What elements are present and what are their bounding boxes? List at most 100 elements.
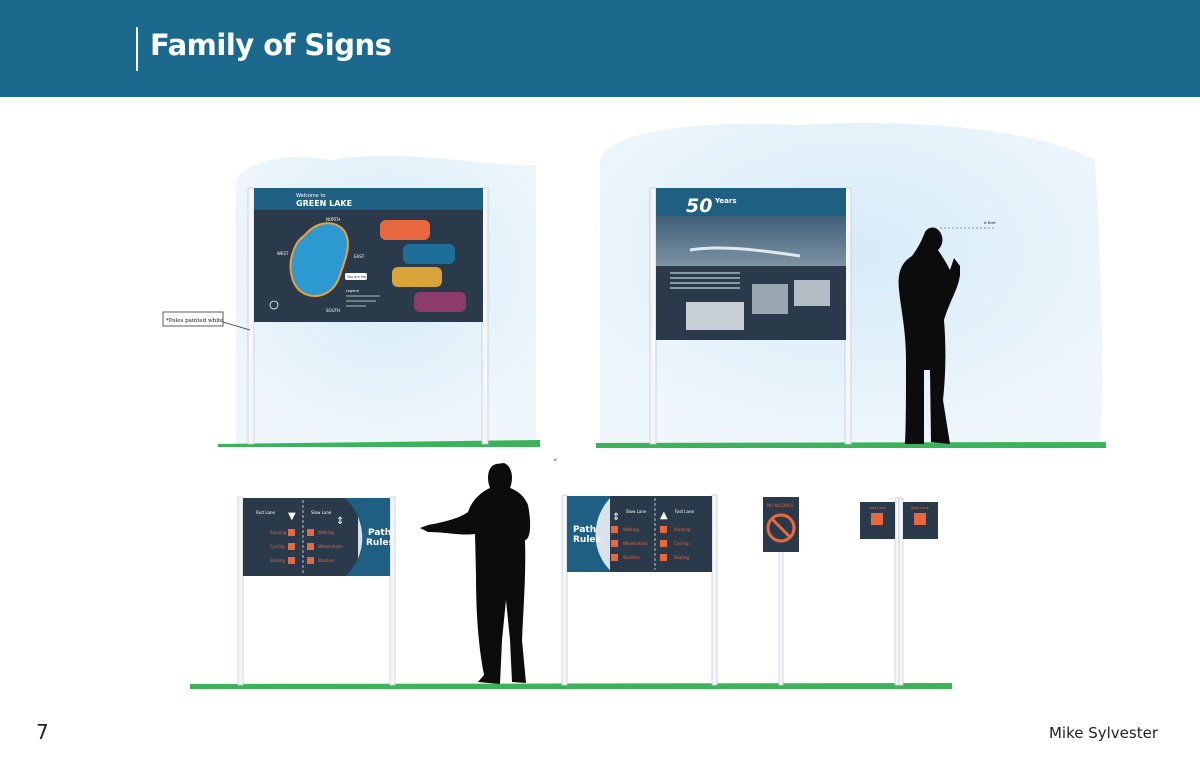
path-left-row-1b: Walking	[318, 530, 334, 535]
author-name: Mike Sylvester	[1048, 724, 1158, 742]
person-silhouette-standing	[898, 227, 960, 444]
walking-icon	[611, 526, 618, 533]
you-are-here-marker	[345, 273, 367, 280]
no-alcohol-label: NO ALCOHOL	[767, 503, 794, 508]
cycling-icon	[288, 543, 295, 550]
poles-callout-box	[162, 311, 224, 327]
poles-callout: *Poles painted white	[162, 311, 251, 331]
path-right-row-3b: Skating	[674, 555, 689, 560]
path-left-row-1a: Running	[270, 530, 287, 535]
lake-shape	[289, 222, 349, 297]
path-right-fast-lane-label: Fast Lane	[675, 509, 695, 514]
cycling-icon	[871, 513, 883, 525]
grass-bottom	[190, 683, 952, 689]
path-right-row-1a: Walking	[623, 527, 639, 532]
marker-callout: 6'	[554, 457, 558, 462]
map-info-box-orange	[380, 220, 430, 240]
path-left-title-area	[345, 498, 390, 576]
map-east-label: EAST	[354, 254, 365, 259]
path-right-slow-lane-label: Slow Lane	[626, 509, 647, 514]
path-left-title-2: Rules	[366, 538, 394, 548]
running-icon	[660, 526, 667, 533]
poles-callout-leader	[222, 321, 251, 331]
skating-icon	[288, 557, 295, 564]
map-legend-title: Legend	[346, 289, 359, 293]
skating-icon	[660, 554, 667, 561]
map-sign-pole-left	[247, 187, 255, 445]
page-number: 7	[36, 720, 49, 744]
arrow-up-down-icon: ⇕	[336, 516, 344, 527]
history-unit: Years	[714, 197, 737, 205]
you-are-here-text: You are here	[347, 275, 369, 279]
history-text-line	[670, 282, 740, 284]
lane-signs-pole-right	[898, 497, 904, 686]
path-left-pole-left	[237, 496, 244, 686]
wheelchair-icon	[307, 543, 314, 550]
no-alcohol-pole	[778, 549, 784, 686]
history-number: 50	[686, 195, 712, 217]
map-info-box-teal	[403, 244, 455, 264]
history-text-line	[670, 272, 740, 274]
header-divider	[136, 27, 138, 71]
map-west-label: WEST	[277, 251, 289, 256]
history-text-line	[670, 287, 740, 289]
map-lake-name: GREEN LAKE	[296, 199, 352, 208]
arrow-up-icon: ▲	[660, 510, 668, 521]
path-left-slow-lane-label: Slow Lane	[311, 510, 332, 515]
history-main-photo	[656, 216, 846, 266]
map-info-box-gold	[392, 267, 442, 287]
lane-signs-pole-left	[894, 497, 900, 686]
path-rules-sign-left: Fast Lane Slow Lane ▼ ⇕ Path Rules Runni…	[237, 496, 396, 686]
path-left-title-1: Path	[368, 528, 391, 538]
slow-lane-label: Slow Lane	[911, 506, 929, 510]
map-south-label: SOUTH	[326, 308, 340, 313]
boat-wake	[689, 246, 801, 258]
history-sign-header	[656, 188, 846, 216]
path-right-row-1b: Running	[674, 527, 691, 532]
path-right-title-2: Rules	[573, 535, 601, 545]
map-sign-header	[254, 188, 483, 210]
person-silhouette-presenting	[420, 463, 531, 684]
path-right-row-3a: Strollers	[623, 555, 640, 560]
path-rules-sign-right: Path Rules Slow Lane Fast Lane ⇕ ▲ Walki…	[561, 494, 718, 686]
legend-line	[346, 300, 376, 302]
compass-icon	[269, 300, 279, 310]
history-sign-pole-left	[649, 187, 657, 445]
prohibition-slash	[770, 517, 792, 539]
map-welcome-text: Welcome to	[296, 193, 325, 199]
map-info-box-plum	[414, 292, 466, 312]
history-photo-small-1	[752, 284, 788, 314]
fast-lane-label: Fast Lane	[869, 506, 886, 510]
path-right-title-1: Path	[573, 525, 596, 535]
wheelchair-icon	[611, 540, 618, 547]
walking-icon	[914, 513, 926, 525]
arrow-up-down-icon: ⇕	[612, 512, 620, 523]
grass-top-left	[218, 440, 540, 447]
path-right-row-2b: Cycling	[674, 541, 689, 546]
path-left-row-2a: Cycling	[270, 544, 285, 549]
height-callout-text: 6 feet	[984, 220, 996, 225]
legend-line	[346, 295, 380, 297]
path-left-row-3a: Skating	[270, 558, 285, 563]
no-alcohol-sign: NO ALCOHOL	[763, 497, 799, 686]
stroller-icon	[307, 557, 314, 564]
path-right-title-area	[567, 496, 612, 572]
history-text-line	[670, 277, 740, 279]
running-icon	[288, 529, 295, 536]
path-left-pole-right	[389, 496, 396, 686]
path-left-fast-lane-label: Fast Lane	[256, 510, 276, 515]
page-header: Family of Signs	[0, 0, 1200, 97]
map-sign: Welcome to GREEN LAKE NORTH SOUTH EAST W…	[247, 187, 489, 445]
map-north-label: NORTH	[326, 217, 340, 222]
history-photo-small-2	[794, 280, 830, 306]
grass-top-right	[596, 442, 1106, 448]
path-left-row-2b: Wheelchairs	[318, 544, 343, 549]
no-alcohol-icon	[766, 513, 796, 543]
path-right-pole-left	[561, 494, 568, 686]
arrow-down-icon: ▼	[288, 511, 296, 522]
page-title: Family of Signs	[150, 28, 392, 62]
history-photo-small-3	[686, 302, 744, 330]
walking-icon	[307, 529, 314, 536]
path-right-pole-right	[711, 494, 718, 686]
